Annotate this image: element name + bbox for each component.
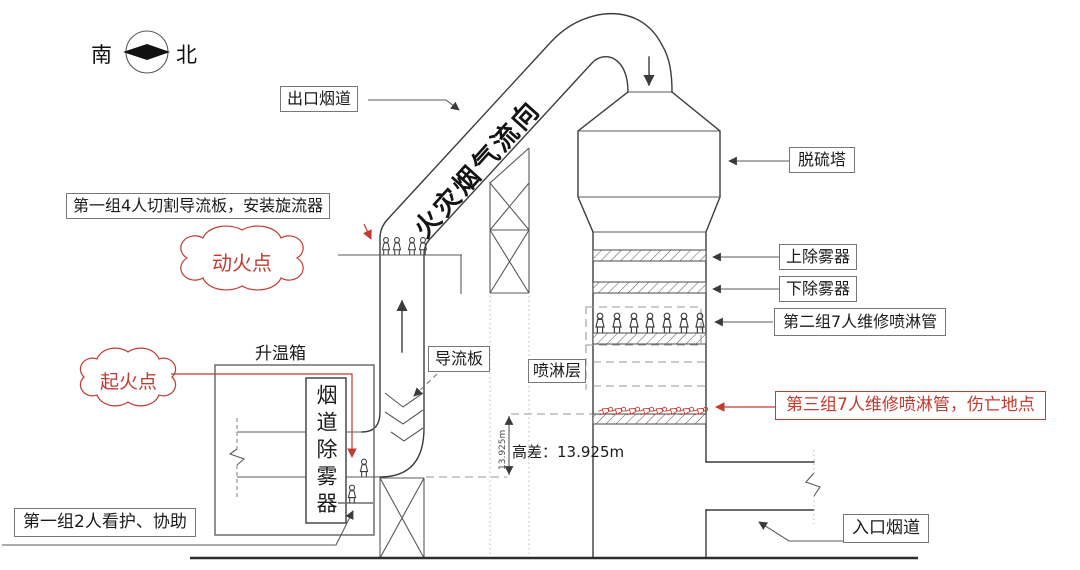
label-outlet-flue: 出口烟道 bbox=[280, 86, 359, 112]
label-group2-repair: 第二组7人维修喷淋管 bbox=[774, 308, 947, 336]
leader-group1-assist bbox=[2, 510, 354, 546]
leader-fire-path bbox=[171, 373, 357, 458]
workers-group1-top bbox=[381, 237, 428, 256]
label-fire-origin-point: 起火点 bbox=[100, 371, 158, 393]
demister-bands bbox=[592, 249, 707, 425]
hot-work-cloud bbox=[180, 225, 304, 291]
compass-north-label: 北 bbox=[176, 43, 197, 67]
inlet-duct bbox=[705, 450, 821, 524]
leader-hot-work bbox=[362, 223, 372, 240]
workers-group2-row bbox=[595, 312, 705, 334]
label-deflector-plate: 导流板 bbox=[428, 346, 491, 372]
label-upper-demister: 上除雾器 bbox=[779, 244, 858, 270]
leader-inlet-flue bbox=[758, 521, 843, 542]
casualty-platform-band bbox=[592, 413, 707, 425]
label-flue-demister: 烟道除雾器 bbox=[314, 383, 338, 519]
dimension-height bbox=[426, 413, 592, 478]
compass-icon bbox=[123, 30, 170, 74]
worker-platform-band bbox=[592, 332, 707, 345]
compass-south-label: 南 bbox=[91, 43, 112, 67]
heating-box bbox=[214, 364, 380, 536]
label-spray-layer: 喷淋层 bbox=[528, 359, 587, 383]
tower-outline bbox=[577, 91, 721, 559]
label-hot-work-point: 动火点 bbox=[212, 251, 272, 275]
label-tower: 脱硫塔 bbox=[789, 147, 856, 173]
leader-lines bbox=[2, 99, 843, 546]
fire-origin-cloud bbox=[79, 347, 177, 407]
flow-arrows bbox=[396, 56, 655, 353]
lattice-support-short bbox=[379, 477, 425, 559]
label-heating-box: 升温箱 bbox=[255, 344, 306, 364]
workers-group1-heating-box bbox=[347, 458, 369, 504]
turning-vanes bbox=[384, 392, 424, 442]
upper-demister-band bbox=[592, 249, 707, 262]
label-inlet-flue: 入口烟道 bbox=[843, 514, 929, 544]
lattice-support-tall bbox=[489, 147, 530, 294]
label-height-difference: 高差：13.925m bbox=[512, 443, 625, 461]
label-group1-cutting: 第一组4人切割导流板，安装旋流器 bbox=[66, 193, 331, 219]
leader-outlet-flue bbox=[368, 99, 460, 111]
projection-lines bbox=[489, 296, 530, 556]
red-annotations bbox=[79, 223, 775, 458]
leader-deflector bbox=[413, 373, 438, 397]
flue-demister-box bbox=[305, 377, 347, 524]
label-group3-casualty: 第三组7人维修喷淋管，伤亡地点 bbox=[775, 391, 1046, 421]
spray-layer-lines bbox=[585, 306, 706, 390]
lower-demister-band bbox=[592, 281, 707, 294]
outlet-duct bbox=[338, 12, 673, 478]
label-group1-assist: 第一组2人看护、协助 bbox=[14, 508, 196, 538]
label-lower-demister: 下除雾器 bbox=[779, 276, 858, 302]
label-height-difference-small: 13.925m bbox=[498, 429, 508, 470]
